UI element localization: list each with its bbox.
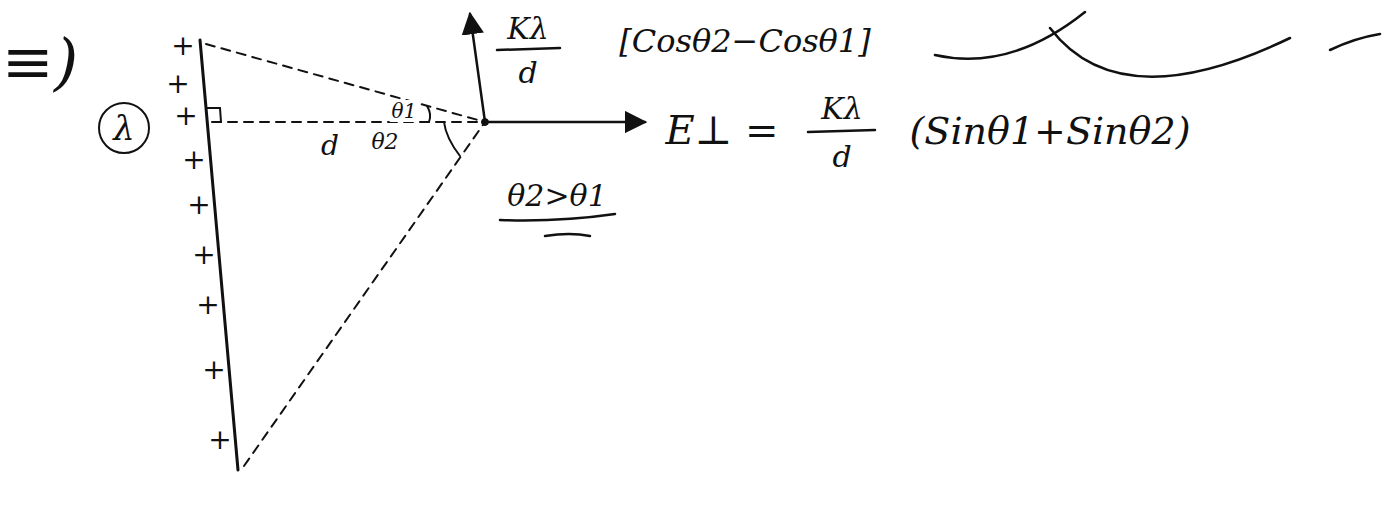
angle-condition: θ2>θ1 <box>507 179 606 212</box>
angle-label: θ1 <box>390 100 419 122</box>
perpendicular-field-arrow <box>485 121 645 124</box>
plus-charge: + <box>166 69 189 100</box>
plus-charge: + <box>182 145 205 176</box>
plus-charge: + <box>174 101 197 132</box>
decorative-curve <box>1050 28 1290 77</box>
fraction-numerator: Kλ <box>821 92 862 125</box>
perpendicular-field-formula: (Sinθ1+Sinθ2) <box>910 111 1191 153</box>
roman-numeral: ≡) <box>2 28 78 96</box>
angle-arc-2 <box>444 122 460 156</box>
angle-arc-1 <box>427 106 430 122</box>
parallel-field-formula: [Cosθ2−Cosθ1] <box>619 24 870 59</box>
field-symbol: E⊥ = <box>665 108 778 152</box>
charge-density-circle: λ <box>98 102 150 154</box>
dashed-line-top <box>206 44 485 122</box>
underline <box>500 214 615 220</box>
fraction-bar <box>808 130 875 132</box>
right-angle-mark <box>206 108 221 122</box>
fraction-bar <box>497 48 560 50</box>
angle-label: θ2 <box>369 130 400 154</box>
decorative-curve <box>1330 34 1380 50</box>
fraction-denominator: d <box>518 56 537 89</box>
decorative-curve <box>935 12 1085 59</box>
dashed-line-bottom <box>244 122 485 466</box>
charge-density-symbol: λ <box>113 111 135 145</box>
plus-charge: + <box>192 240 215 271</box>
plus-charge: + <box>208 425 231 456</box>
plus-charge: + <box>202 355 225 386</box>
distance-label: d <box>319 131 341 162</box>
fraction-numerator: Kλ <box>507 12 548 45</box>
plus-charge: + <box>196 290 219 321</box>
plus-charge: + <box>171 31 194 62</box>
parallel-field-arrow <box>470 14 485 122</box>
fraction-denominator: d <box>832 140 851 173</box>
plus-charge: + <box>187 190 210 221</box>
underline <box>545 234 590 236</box>
